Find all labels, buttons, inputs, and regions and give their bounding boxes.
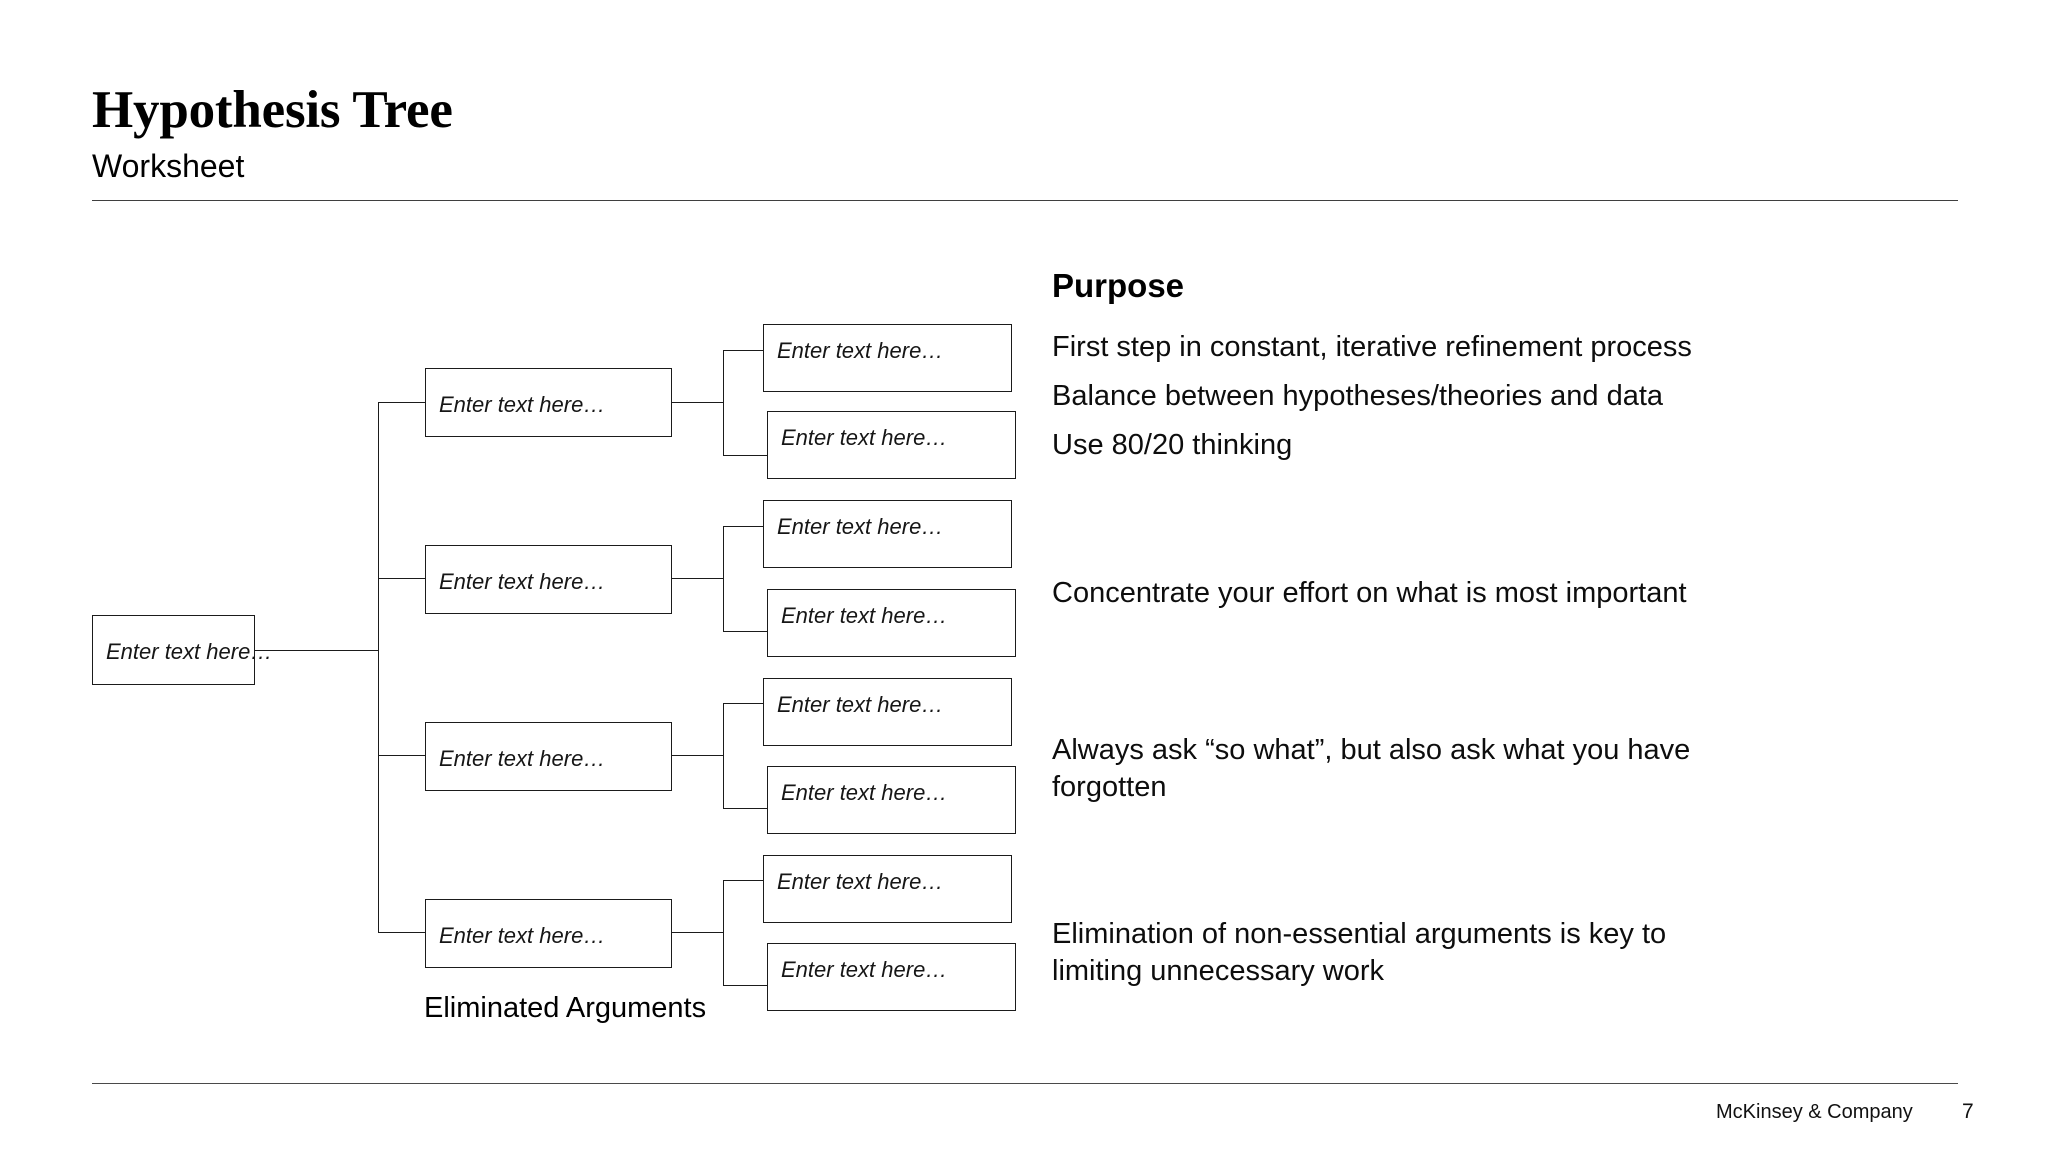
tree-leaf-label-4a: Enter text here… (777, 869, 944, 894)
connector-branch-1 (378, 402, 425, 403)
connector-branch-4 (378, 932, 425, 933)
connector-branch-3 (378, 755, 425, 756)
tree-branch-node-3[interactable]: Enter text here… (425, 722, 672, 791)
footer-divider (92, 1083, 1958, 1084)
tree-leaf-label-2a: Enter text here… (777, 514, 944, 539)
tree-leaf-label-4b: Enter text here… (781, 957, 948, 982)
tree-leaf-label-3a: Enter text here… (777, 692, 944, 717)
connector-leaf-4a (723, 880, 763, 881)
tree-leaf-label-1b: Enter text here… (781, 425, 948, 450)
eliminated-arguments-label: Eliminated Arguments (424, 992, 707, 1024)
tree-root-label: Enter text here… (106, 639, 273, 664)
tree-branch-label-4: Enter text here… (439, 923, 606, 948)
tree-leaf-node-3b[interactable]: Enter text here… (767, 766, 1016, 834)
footer-brand: McKinsey & Company (1716, 1101, 1913, 1123)
page-subtitle: Worksheet (92, 148, 245, 184)
connector-leaf-2b (723, 631, 767, 632)
purpose-line-3: Use 80/20 thinking (1052, 429, 1293, 461)
connector-branch-2-spine (723, 526, 724, 631)
purpose-line-5: Always ask “so what”, but also ask what … (1052, 734, 1691, 803)
tree-leaf-node-4b[interactable]: Enter text here… (767, 943, 1016, 1011)
connector-leaf-2a (723, 526, 763, 527)
connector-branch-4-stub (672, 932, 723, 933)
tree-leaf-label-1a: Enter text here… (777, 338, 944, 363)
tree-leaf-node-1b[interactable]: Enter text here… (767, 411, 1016, 479)
tree-leaf-node-4a[interactable]: Enter text here… (763, 855, 1012, 923)
connector-leaf-4b (723, 985, 767, 986)
connector-branch-3-spine (723, 703, 724, 808)
tree-branch-node-2[interactable]: Enter text here… (425, 545, 672, 614)
tree-leaf-label-3b: Enter text here… (781, 780, 948, 805)
connector-branch-2 (378, 578, 425, 579)
header-divider (92, 200, 1958, 201)
tree-branch-label-1: Enter text here… (439, 392, 606, 417)
purpose-line-6: Elimination of non-essential arguments i… (1052, 918, 1667, 987)
tree-branch-label-3: Enter text here… (439, 746, 606, 771)
connector-leaf-1a (723, 350, 763, 351)
purpose-line-2: Balance between hypotheses/theories and … (1052, 380, 1664, 412)
tree-leaf-node-3a[interactable]: Enter text here… (763, 678, 1012, 746)
purpose-line-4: Concentrate your effort on what is most … (1052, 577, 1687, 609)
connector-branch-1-stub (672, 402, 723, 403)
connector-branch-2-stub (672, 578, 723, 579)
tree-leaf-node-2a[interactable]: Enter text here… (763, 500, 1012, 568)
purpose-line-1: First step in constant, iterative refine… (1052, 331, 1692, 363)
connector-branch-1-spine (723, 350, 724, 455)
tree-leaf-node-2b[interactable]: Enter text here… (767, 589, 1016, 657)
tree-branch-node-1[interactable]: Enter text here… (425, 368, 672, 437)
connector-leaf-3b (723, 808, 767, 809)
tree-branch-node-4[interactable]: Enter text here… (425, 899, 672, 968)
tree-root-node[interactable]: Enter text here… (92, 615, 272, 685)
tree-leaf-label-2b: Enter text here… (781, 603, 948, 628)
tree-leaf-node-1a[interactable]: Enter text here… (763, 324, 1012, 392)
page-title: Hypothesis Tree (92, 81, 453, 139)
connector-leaf-1b (723, 455, 767, 456)
connector-root-stub (255, 650, 378, 651)
connector-leaf-3a (723, 703, 763, 704)
connector-branch-3-stub (672, 755, 723, 756)
purpose-heading: Purpose (1052, 267, 1185, 304)
footer-page-number: 7 (1962, 1100, 1974, 1123)
tree-branch-label-2: Enter text here… (439, 569, 606, 594)
connector-branch-4-spine (723, 880, 724, 985)
connector-main-spine (378, 402, 379, 932)
